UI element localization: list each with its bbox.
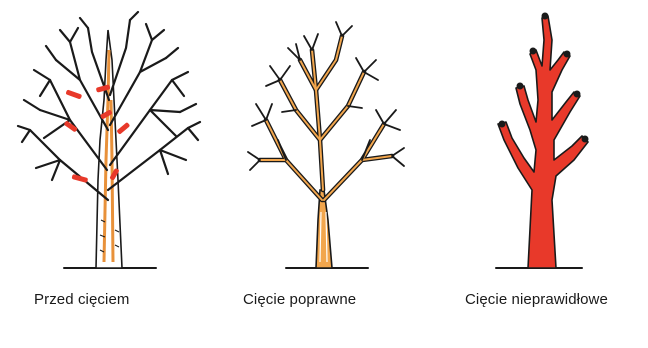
branch-outline — [260, 36, 392, 200]
cut-stub — [574, 91, 581, 98]
tree-correct-pruning-illustration — [216, 0, 432, 280]
pruned-tree-silhouette — [498, 16, 588, 268]
tree-correct-pruning: Cięcie poprawne — [216, 0, 432, 320]
caption-before-pruning: Przed cięciem — [34, 291, 130, 308]
cut-marks — [64, 84, 131, 183]
cut-stub — [582, 136, 589, 143]
tree-incorrect-pruning: Cięcie nieprawidłowe — [432, 0, 648, 320]
cut-mark — [116, 122, 130, 135]
tree-before-pruning-illustration — [0, 0, 216, 280]
branch-fill — [260, 36, 392, 200]
cut-stub — [530, 48, 537, 55]
cut-mark — [65, 89, 82, 99]
tree-before-pruning: Przed cięciem — [0, 0, 216, 320]
cut-stub — [542, 13, 549, 20]
cut-stub — [564, 51, 571, 58]
tree-incorrect-pruning-illustration — [432, 0, 648, 280]
caption-correct-pruning: Cięcie poprawne — [243, 291, 356, 308]
twigs — [248, 22, 404, 170]
cut-stub — [517, 83, 524, 90]
trunk — [96, 30, 122, 268]
caption-incorrect-pruning: Cięcie nieprawidłowe — [465, 291, 608, 308]
cut-stub — [499, 121, 506, 128]
